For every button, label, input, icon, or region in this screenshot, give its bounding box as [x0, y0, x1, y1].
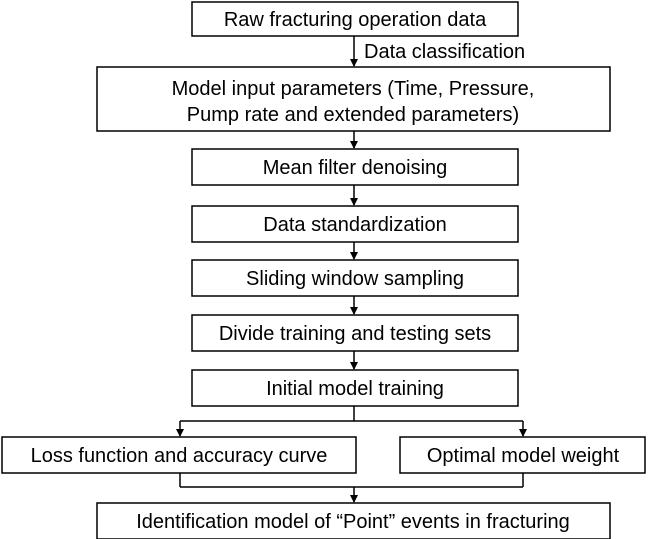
sliding-window-box	[191, 259, 519, 297]
divide-sets-label: Divide training and testing sets	[219, 323, 491, 345]
optimal-weight-label: Optimal model weight	[427, 445, 620, 467]
standardization-box	[191, 205, 519, 243]
divide-sets-box	[191, 314, 519, 352]
data-classification-label: Data classification	[364, 41, 525, 63]
initial-training-box	[191, 369, 519, 407]
raw-data-box	[191, 1, 519, 37]
model-input-label-line2: Pump rate and extended parameters)	[187, 104, 519, 126]
loss-curve-label: Loss function and accuracy curve	[31, 445, 328, 467]
model-input-box	[96, 66, 611, 132]
mean-filter-label: Mean filter denoising	[263, 157, 448, 179]
identification-model-label: Identification model of “Point” events i…	[136, 511, 570, 533]
sliding-window-label: Sliding window sampling	[246, 268, 464, 290]
initial-training-label: Initial model training	[266, 378, 444, 400]
loss-curve-box	[1, 436, 357, 474]
mean-filter-box	[191, 148, 519, 186]
identification-model-box	[96, 502, 611, 539]
standardization-label: Data standardization	[263, 214, 446, 236]
raw-data-label: Raw fracturing operation data	[224, 9, 487, 31]
model-input-label-line1: Model input parameters (Time, Pressure,	[172, 78, 535, 100]
